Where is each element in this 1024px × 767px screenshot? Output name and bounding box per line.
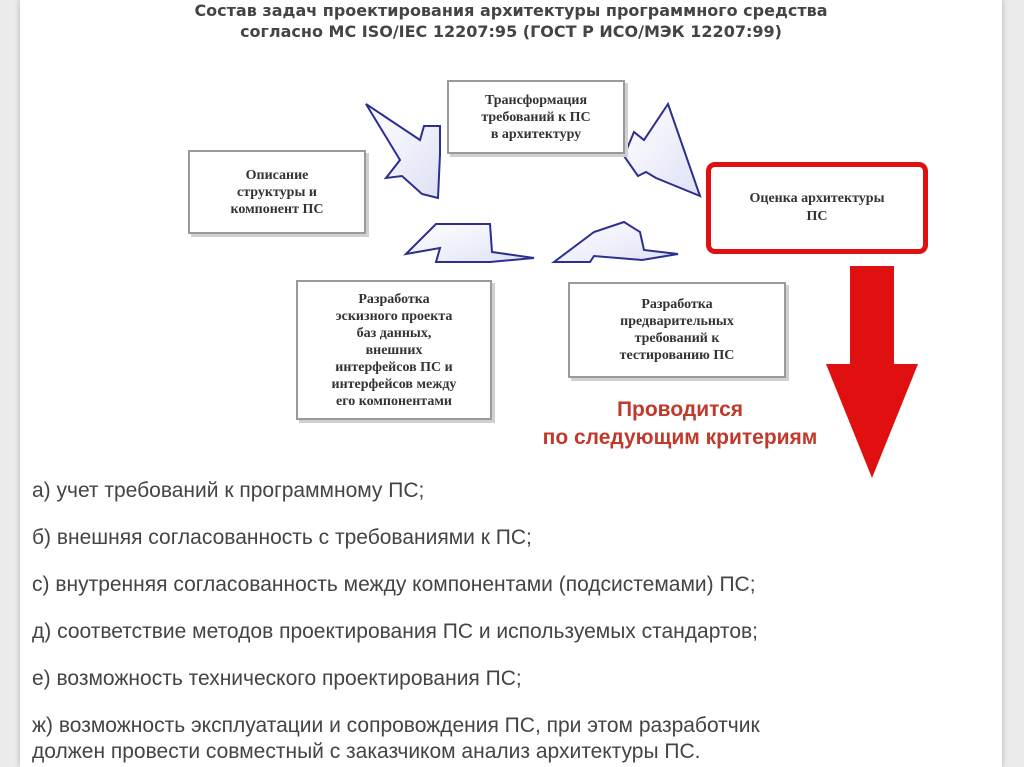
criteria-item: б) внешняя согласованность с требованиям… xyxy=(32,526,532,549)
red-down-arrow xyxy=(826,266,918,478)
criteria-heading: Проводится по следующим критериям xyxy=(490,396,870,452)
arrow-describe-to-transform xyxy=(365,103,441,200)
box-text-line: интерфейсов между xyxy=(331,376,457,392)
criteria-item: е) возможность технического проектирован… xyxy=(32,667,522,690)
box-text-line: его компонентами xyxy=(336,393,452,409)
box-text-line: Разработка xyxy=(358,291,430,307)
box-testing-requirements: Разработка предварительных требований к … xyxy=(568,282,786,378)
box-text-line: требований к xyxy=(634,331,720,346)
criteria-item: с) внутренняя согласованность между комп… xyxy=(32,573,756,596)
box-text-line: эскизного проекта xyxy=(335,308,453,324)
box-text-line: Трансформация xyxy=(484,92,588,108)
box-text-line: Оценка архитектуры xyxy=(749,191,885,206)
criteria-heading-line-1: Проводится xyxy=(616,398,744,421)
arrow-sketch xyxy=(403,223,535,263)
box-text-line: ПС xyxy=(806,209,828,224)
box-text-line: структуры и xyxy=(237,184,317,200)
box-text-line: интерфейсов ПС и xyxy=(335,359,453,375)
criteria-item: должен провести совместный с заказчиком … xyxy=(32,740,701,763)
box-sketch-design: Разработка эскизного проекта баз данных,… xyxy=(296,280,492,420)
title-line-1: Состав задач проектирования архитектуры … xyxy=(194,1,828,20)
criteria-item: д) соответствие методов проектирования П… xyxy=(32,620,758,643)
criteria-item: а) учет требований к программному ПС; xyxy=(32,479,425,502)
flow-arrows xyxy=(365,101,918,478)
box-transform-requirements: Трансформация требований к ПС в архитект… xyxy=(447,80,625,154)
box-text-line: требований к ПС xyxy=(481,109,591,125)
box-text-line: Разработка xyxy=(641,297,713,312)
box-evaluate-architecture: Оценка архитектуры ПС xyxy=(706,162,928,254)
slide: Состав задач проектирования архитектуры … xyxy=(20,0,1002,767)
arrow-transform-to-evaluate xyxy=(622,101,702,198)
slide-title: Состав задач проектирования архитектуры … xyxy=(20,0,1002,42)
box-text-line: тестированию ПС xyxy=(619,348,735,363)
box-text-line: компонент ПС xyxy=(230,201,324,217)
criteria-item: ж) возможность эксплуатации и сопровожде… xyxy=(32,714,760,737)
box-text-line: предварительных xyxy=(620,314,734,329)
box-describe-structure: Описание структуры и компонент ПС xyxy=(188,150,366,234)
title-line-2: согласно МС ISO/IEC 12207:95 (ГОСТ Р ИСО… xyxy=(240,22,782,41)
box-text-line: в архитектуру xyxy=(490,126,582,142)
arrow-testing xyxy=(551,220,679,263)
criteria-list: а) учет требований к программному ПС; б)… xyxy=(32,478,992,765)
criteria-heading-line-2: по следующим критериям xyxy=(542,426,818,449)
box-text-line: Описание xyxy=(245,167,309,183)
box-text-line: внешних xyxy=(365,342,423,358)
box-text-line: баз данных, xyxy=(356,325,432,341)
